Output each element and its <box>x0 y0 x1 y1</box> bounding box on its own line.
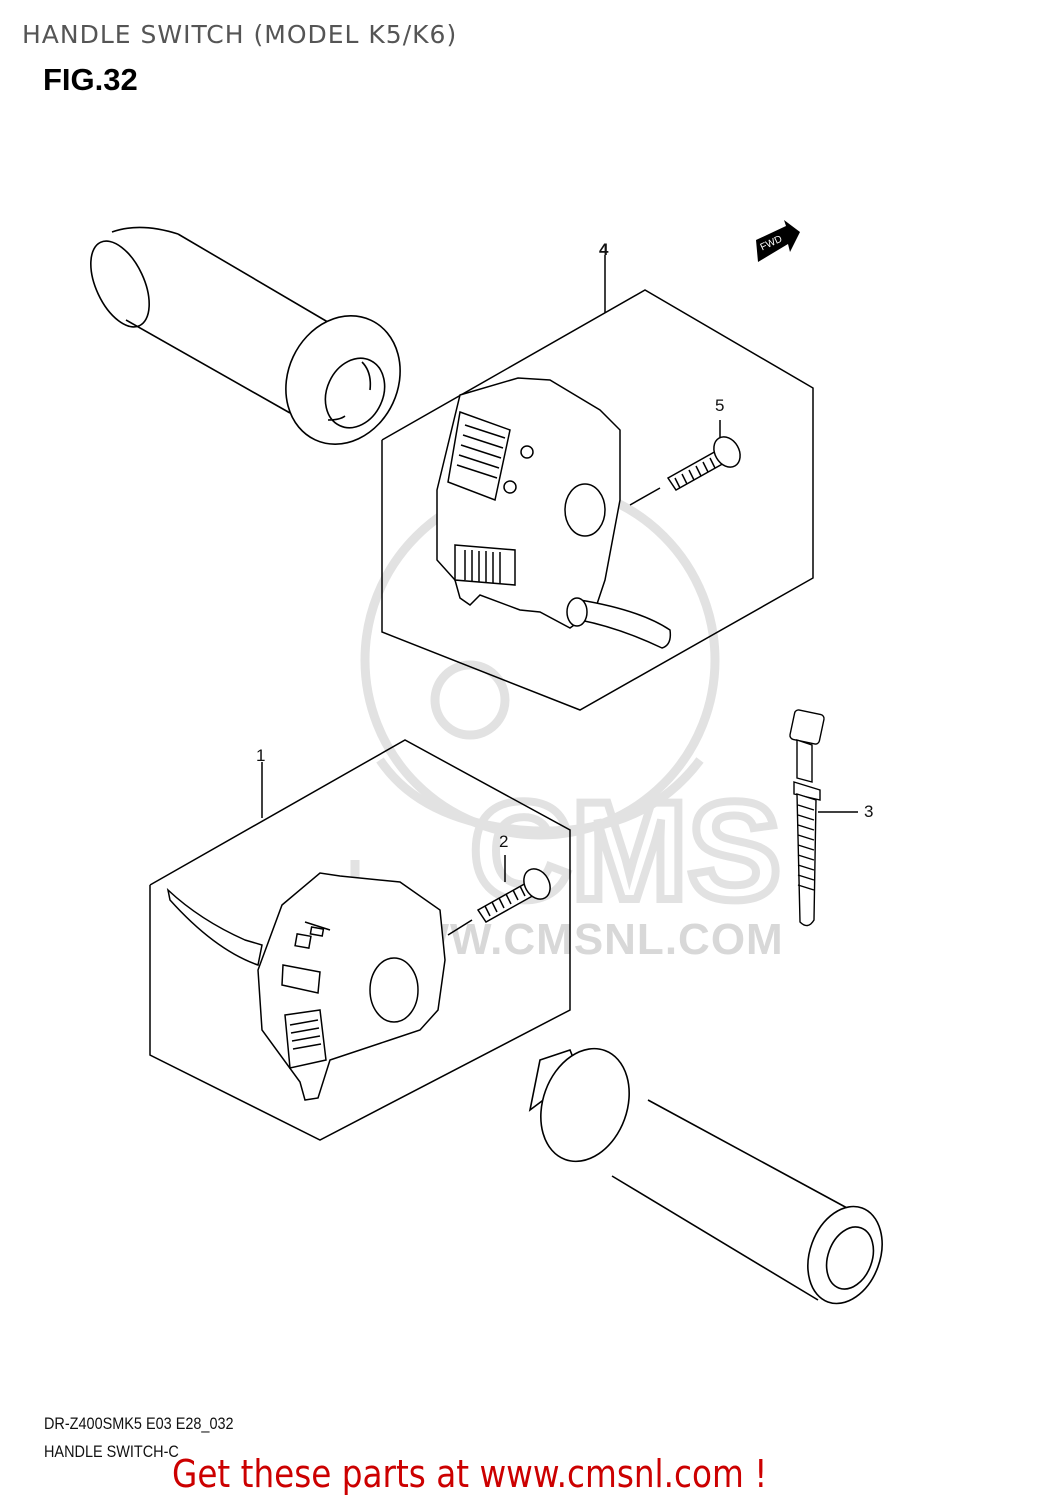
throttle-grip-icon <box>528 1047 883 1305</box>
left-handle-switch-icon <box>166 872 446 1101</box>
buy-parts-link[interactable]: Get these parts at www.cmsnl.com ! <box>172 1452 768 1496</box>
item-4-outline <box>381 255 814 711</box>
watermark-logo: CMS <box>466 768 785 933</box>
model-code: DR-Z400SMK5 E03 E28_032 <box>44 1414 234 1433</box>
fwd-arrow-icon <box>756 220 800 262</box>
screw-5-icon <box>629 420 741 506</box>
callout-5: 5 <box>715 396 725 415</box>
callout-3: 3 <box>864 802 874 821</box>
screw-2-icon <box>447 855 551 936</box>
item-1-outline <box>149 739 571 1141</box>
cable-tie-icon <box>789 709 858 927</box>
right-handle-switch-icon <box>436 377 672 649</box>
section-name: HANDLE SWITCH-C <box>44 1442 179 1461</box>
page-title: HANDLE SWITCH (MODEL K5/K6) <box>22 20 458 49</box>
callout-1: 1 <box>256 746 266 765</box>
figure-number: FIG.32 <box>43 62 138 97</box>
callout-4: 4 <box>599 240 609 259</box>
callout-2: 2 <box>499 832 509 851</box>
left-grip-icon <box>90 226 401 445</box>
